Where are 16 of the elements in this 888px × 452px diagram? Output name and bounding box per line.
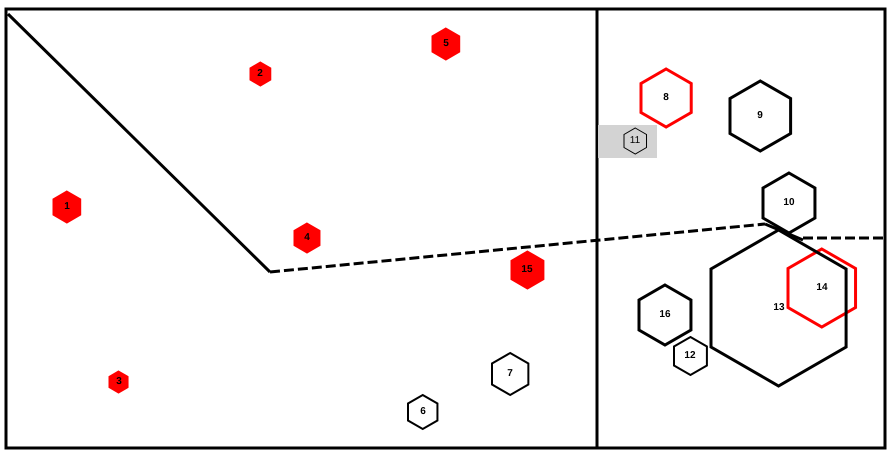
node-number: 3 xyxy=(116,377,122,387)
node-number: 12 xyxy=(684,351,696,361)
node-number: 8 xyxy=(663,93,669,103)
node-number: 1 xyxy=(64,202,70,212)
node-number: 6 xyxy=(420,407,426,417)
node-number: 16 xyxy=(659,310,671,320)
node-number: 5 xyxy=(443,39,449,49)
node-number: 15 xyxy=(521,265,533,275)
node-number: 11 xyxy=(630,136,640,146)
node-number: 10 xyxy=(783,198,795,208)
node-number: 9 xyxy=(757,111,763,121)
node-number: 4 xyxy=(304,233,310,243)
node-number: 7 xyxy=(507,369,513,379)
node-number: 14 xyxy=(816,283,828,293)
node-number: 13 xyxy=(773,303,785,313)
node-number: 2 xyxy=(257,69,263,79)
